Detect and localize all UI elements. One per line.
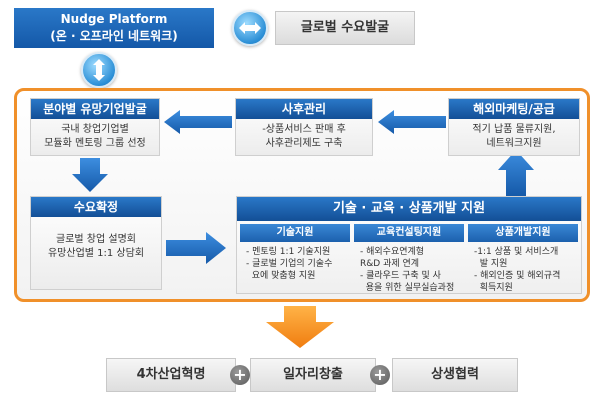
plus-icon: + — [370, 365, 390, 385]
education-line: - 클라우드 구축 및 사 — [360, 271, 441, 281]
arrow-to-aftercare — [378, 110, 446, 134]
demand-line: 글로벌 창업 설명회 — [56, 234, 136, 245]
plus-icon: + — [230, 365, 250, 385]
nudge-title: Nudge Platform — [60, 12, 168, 26]
outcome-industry-4: 4차산업혁명 — [106, 358, 236, 392]
product-line: 획득지원 — [474, 283, 513, 293]
global-demand-box: 글로벌 수요발굴 — [275, 11, 415, 45]
support-box: 기술 · 교육 · 상품개발 지원 기술지원 - 멘토링 1:1 기술지원 - … — [236, 196, 582, 294]
education-line: R&D 과제 연계 — [360, 259, 420, 269]
arrow-to-support — [166, 232, 226, 264]
tech-line: - 글로벌 기업의 기술수 — [246, 259, 333, 269]
outcome-job-creation: 일자리창출 — [250, 358, 376, 392]
demand-line: 유망산업별 1:1 상담회 — [47, 248, 145, 259]
arrow-to-demand — [72, 158, 108, 192]
aftercare-box: 사후관리 -상품서비스 판매 후 사후관리제도 구축 — [235, 98, 373, 156]
tech-line: 요에 맞춤형 지원 — [246, 271, 316, 281]
arrow-to-marketing — [498, 150, 534, 196]
left-right-arrow-icon — [232, 10, 268, 46]
education-support-title: 교육컨설팅지원 — [354, 224, 464, 242]
up-down-arrow-icon — [81, 52, 117, 88]
field-line: 모듈화 멘토링 그룹 선정 — [44, 138, 146, 149]
tech-line: - 멘토링 1:1 기술지원 — [246, 247, 331, 257]
support-column-education: 교육컨설팅지원 - 해외수요연계형 R&D 과제 연계 - 클라우드 구축 및 … — [354, 224, 464, 294]
marketing-line: 네트워크지원 — [486, 138, 542, 149]
aftercare-line: 사후관리제도 구축 — [265, 138, 343, 149]
support-column-tech: 기술지원 - 멘토링 1:1 기술지원 - 글로벌 기업의 기술수 요에 맞춤형… — [240, 224, 350, 294]
support-title: 기술 · 교육 · 상품개발 지원 — [237, 197, 581, 221]
nudge-subtitle: (온 · 오프라인 네트워크) — [50, 29, 178, 43]
field-line: 국내 창업기업별 — [61, 124, 129, 135]
overseas-marketing-box: 해외마케팅/공급 적기 납품 물류지원, 네트워크지원 — [448, 98, 580, 156]
support-column-product: 상품개발지원 -1:1 상품 및 서비스개 발 지원 - 해외인증 및 해외규격… — [468, 224, 578, 294]
overseas-marketing-title: 해외마케팅/공급 — [449, 99, 579, 119]
education-line: 용을 위한 실무실습과정 — [360, 283, 455, 293]
demand-confirm-box: 수요확정 글로벌 창업 설명회 유망산업별 1:1 상담회 — [30, 196, 162, 290]
field-discovery-box: 분야별 유망기업발굴 국내 창업기업별 모듈화 멘토링 그룹 선정 — [30, 98, 160, 156]
aftercare-line: -상품서비스 판매 후 — [262, 124, 346, 135]
tech-support-title: 기술지원 — [240, 224, 350, 242]
aftercare-title: 사후관리 — [236, 99, 372, 119]
arrow-to-outcomes — [266, 306, 334, 348]
outcome-win-win: 상생협력 — [392, 358, 518, 392]
arrow-to-field — [164, 110, 232, 134]
marketing-line: 적기 납품 물류지원, — [472, 124, 556, 135]
field-discovery-title: 분야별 유망기업발굴 — [31, 99, 159, 119]
product-support-title: 상품개발지원 — [468, 224, 578, 242]
product-line: -1:1 상품 및 서비스개 — [474, 247, 559, 257]
product-line: - 해외인증 및 해외규격 — [474, 271, 561, 281]
nudge-platform-box: Nudge Platform (온 · 오프라인 네트워크) — [14, 8, 214, 48]
education-line: - 해외수요연계형 — [360, 247, 425, 257]
demand-confirm-title: 수요확정 — [31, 197, 161, 217]
product-line: 발 지원 — [474, 259, 508, 269]
